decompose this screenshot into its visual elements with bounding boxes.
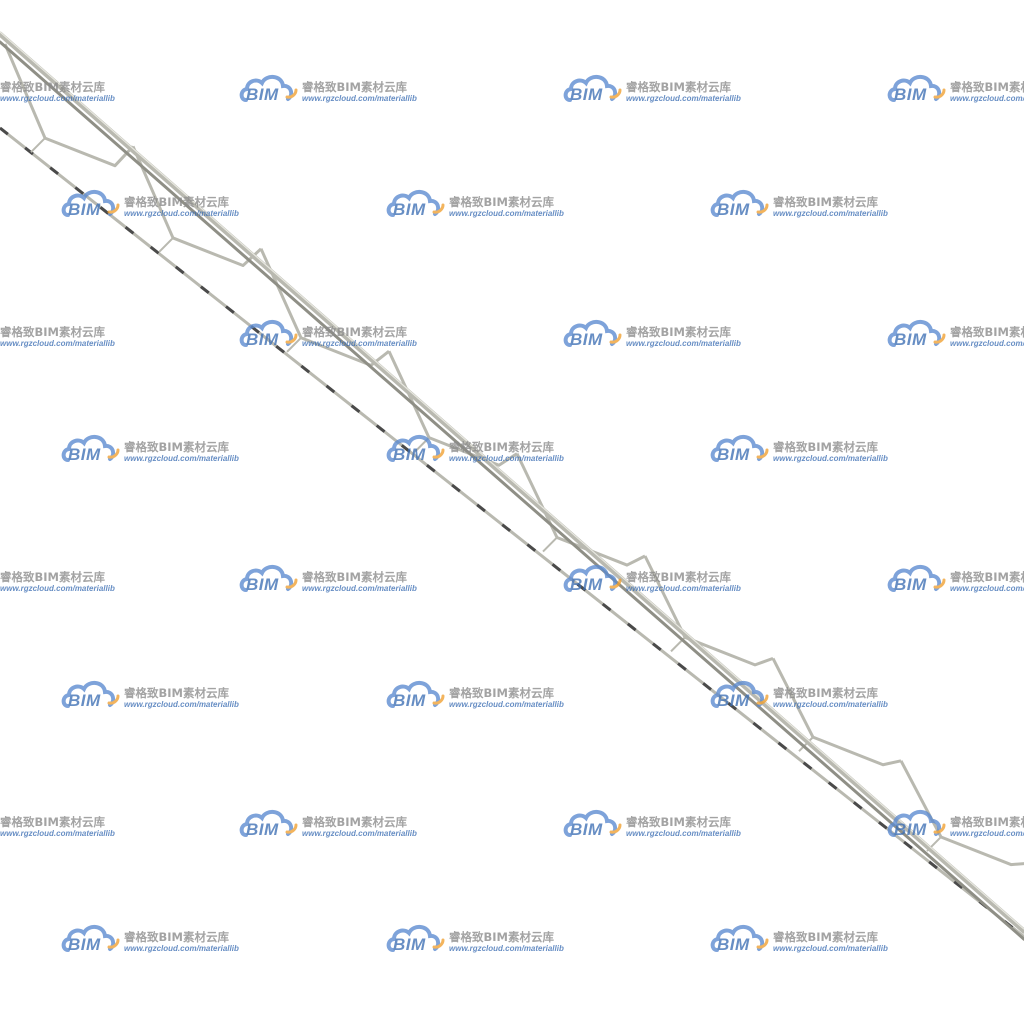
web-connector	[286, 337, 302, 353]
web-member	[387, 350, 518, 467]
web-connector	[30, 137, 46, 153]
web-member	[643, 555, 774, 667]
web-member	[259, 248, 390, 367]
web-connector	[414, 436, 430, 453]
top-chord-rail-lower	[0, 40, 1024, 941]
web-connector	[798, 736, 814, 752]
web-connector	[542, 536, 558, 553]
web-member	[515, 452, 646, 567]
web-member	[3, 43, 135, 168]
web-connector	[158, 237, 174, 253]
web-member	[771, 657, 902, 767]
top-chord-highlight	[0, 31, 1024, 930]
bottom-chord	[0, 126, 1024, 938]
web-member	[899, 760, 1024, 867]
top-chord-rail	[0, 31, 1024, 934]
